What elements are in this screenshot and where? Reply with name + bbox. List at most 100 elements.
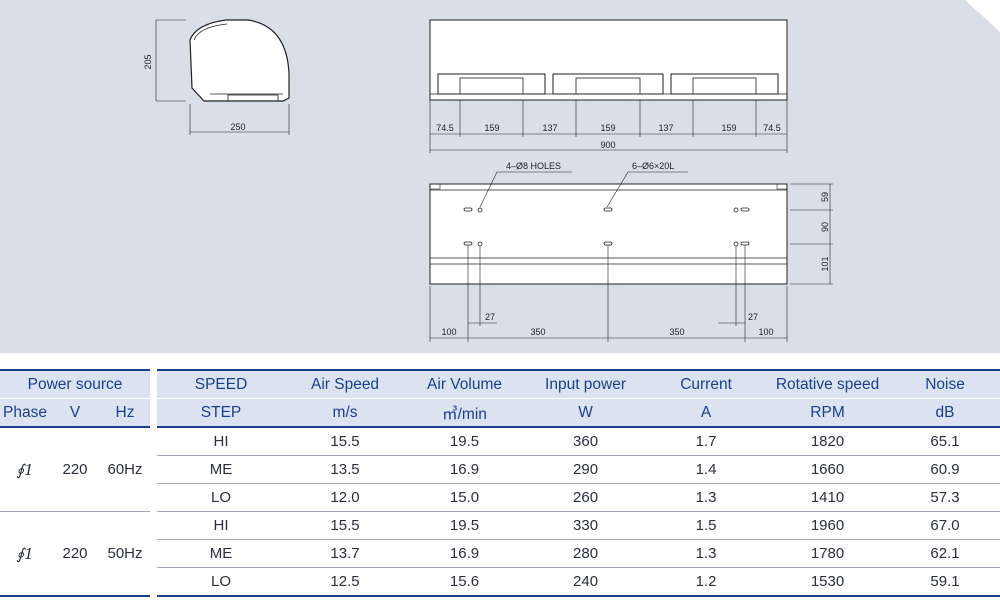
header-speed: SPEED	[157, 369, 286, 399]
rear-right-dim-1: 59	[820, 192, 830, 202]
header-gap	[150, 370, 158, 399]
rear-view	[429, 171, 833, 342]
input-power-cell: 280	[524, 539, 648, 568]
phase-symbol: ∮1	[16, 460, 34, 479]
table-row: ME 13.5 16.9 290 1.4 1660 60.9	[0, 455, 1000, 484]
step-cell: LO	[157, 483, 286, 512]
frequency-cell: 50Hz	[100, 511, 151, 597]
noise-cell: 65.1	[890, 427, 1000, 456]
air-speed-cell: 12.5	[285, 567, 406, 597]
rpm-cell: 1530	[765, 567, 891, 597]
air-volume-cell: 19.5	[405, 427, 525, 456]
header-v: V	[50, 398, 100, 428]
phase-cell: ∮1	[0, 511, 50, 597]
input-power-cell: 330	[524, 511, 648, 540]
row-gap	[150, 511, 158, 596]
phase-cell: ∮1	[0, 427, 50, 512]
holes-label: 4–Ø8 HOLES	[506, 161, 561, 171]
current-cell: 1.5	[647, 511, 766, 540]
row-gap	[150, 427, 158, 512]
air-speed-cell: 15.5	[285, 427, 406, 456]
header-current: Current	[647, 369, 766, 399]
step-cell: HI	[157, 427, 286, 456]
noise-cell: 59.1	[890, 567, 1000, 597]
step-cell: HI	[157, 511, 286, 540]
air-speed-cell: 15.5	[285, 511, 406, 540]
noise-cell: 67.0	[890, 511, 1000, 540]
air-volume-cell: 15.0	[405, 483, 525, 512]
rear-bottom-dim-1: 100	[441, 327, 456, 337]
phase-symbol: ∮1	[16, 544, 34, 563]
front-dim-1: 74.5	[436, 123, 454, 133]
table-row: ∮1 220 60Hz HI 15.5 19.5 360 1.7 1820 65…	[0, 427, 1000, 512]
air-volume-cell: 16.9	[405, 455, 525, 484]
slots-label: 6–Ø6×20L	[632, 161, 674, 171]
header-air-volume: Air Volume	[405, 369, 525, 399]
header-input-power: Input power	[524, 369, 648, 399]
side-width-dim: 250	[230, 122, 245, 132]
air-speed-cell: 13.7	[285, 539, 406, 568]
header-hz: Hz	[100, 398, 151, 428]
front-total-dim: 900	[600, 140, 615, 150]
front-dim-2: 159	[484, 123, 499, 133]
step-cell: LO	[157, 567, 286, 597]
header-phase: Phase	[0, 398, 50, 428]
current-cell: 1.7	[647, 427, 766, 456]
table-row: LO 12.5 15.6 240 1.2 1530 59.1	[0, 567, 1000, 597]
rpm-cell: 1780	[765, 539, 891, 568]
current-cell: 1.3	[647, 483, 766, 512]
input-power-cell: 240	[524, 567, 648, 597]
header-gap	[150, 398, 158, 427]
header-current-unit: A	[647, 398, 766, 428]
air-speed-cell: 13.5	[285, 455, 406, 484]
rear-holes	[463, 207, 750, 247]
air-volume-cell: 19.5	[405, 511, 525, 540]
current-cell: 1.3	[647, 539, 766, 568]
rpm-cell: 1820	[765, 427, 891, 456]
header-step: STEP	[157, 398, 286, 428]
rpm-cell: 1660	[765, 455, 891, 484]
side-height-dim: 205	[143, 54, 153, 69]
rear-bottom-dim-3: 350	[669, 327, 684, 337]
rear-small-dim-left: 27	[485, 312, 495, 322]
header-input-power-unit: W	[524, 398, 648, 428]
drawing-svg: 205 250 74.5 159 137 159 137 159 74.5 90…	[143, 0, 1000, 342]
current-cell: 1.4	[647, 455, 766, 484]
front-dim-4: 159	[600, 123, 615, 133]
rear-bottom-dim-2: 350	[530, 327, 545, 337]
step-cell: ME	[157, 539, 286, 568]
header-rotative-speed: Rotative speed	[765, 369, 891, 399]
front-view	[429, 19, 788, 153]
air-volume-cell: 16.9	[405, 539, 525, 568]
rear-small-dim-right: 27	[748, 312, 758, 322]
spec-table: Power source SPEED Air Speed Air Volume …	[0, 369, 1000, 597]
frequency-cell: 60Hz	[100, 427, 151, 512]
front-dim-5: 137	[658, 123, 673, 133]
front-dim-6: 159	[721, 123, 736, 133]
noise-cell: 57.3	[890, 483, 1000, 512]
air-volume-cell: 15.6	[405, 567, 525, 597]
air-speed-cell: 12.0	[285, 483, 406, 512]
header-air-speed-unit: m/s	[285, 398, 406, 428]
header-air-speed: Air Speed	[285, 369, 406, 399]
header-rotative-speed-unit: RPM	[765, 398, 891, 428]
input-power-cell: 260	[524, 483, 648, 512]
current-cell: 1.2	[647, 567, 766, 597]
rpm-cell: 1410	[765, 483, 891, 512]
header-power-source: Power source	[0, 369, 151, 399]
rear-right-dim-2: 90	[820, 222, 830, 232]
table-row: LO 12.0 15.0 260 1.3 1410 57.3	[0, 483, 1000, 512]
rear-bottom-dim-4: 100	[758, 327, 773, 337]
noise-cell: 62.1	[890, 539, 1000, 568]
header-noise: Noise	[890, 369, 1000, 399]
front-dim-3: 137	[542, 123, 557, 133]
input-power-cell: 290	[524, 455, 648, 484]
table-row: ME 13.7 16.9 280 1.3 1780 62.1	[0, 539, 1000, 568]
side-view	[155, 19, 290, 135]
table-row: ∮1 220 50Hz HI 15.5 19.5 330 1.5 1960 67…	[0, 511, 1000, 597]
rpm-cell: 1960	[765, 511, 891, 540]
front-dim-7: 74.5	[763, 123, 781, 133]
technical-drawing-panel: 205 250 74.5 159 137 159 137 159 74.5 90…	[0, 0, 1000, 353]
corner-decoration	[965, 0, 1000, 32]
header-air-volume-unit: ㎥/min	[405, 398, 525, 428]
